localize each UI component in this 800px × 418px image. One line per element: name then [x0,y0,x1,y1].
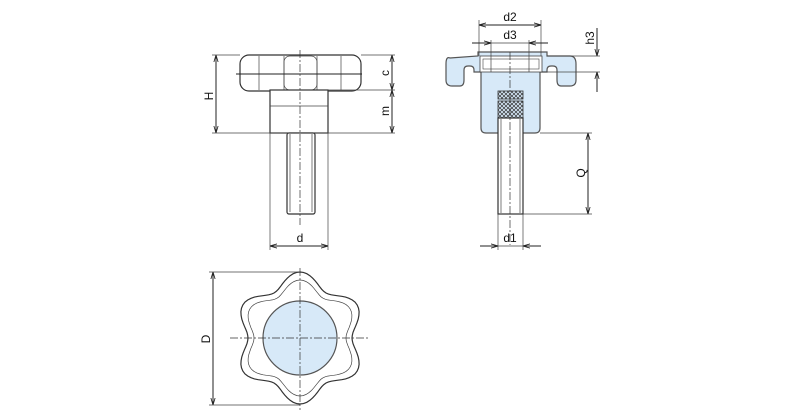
section-view: d2 d3 h3 Q d1 [445,10,600,250]
shaft [286,132,316,215]
dim-m: m [378,106,392,116]
hub [269,89,329,134]
dim-d1: d1 [503,231,517,245]
dim-D: D [199,334,213,343]
top-view: D [199,268,370,410]
dim-h3: h3 [583,31,597,45]
dim-H: H [202,92,216,101]
dim-d: d [297,231,304,245]
dim-Q: Q [574,168,588,177]
knob-body [239,54,362,92]
dim-d3: d3 [503,28,517,42]
side-view: H c m d [202,50,395,250]
dim-c: c [378,70,392,76]
dim-d2: d2 [503,10,517,24]
section-shaft [497,117,524,215]
